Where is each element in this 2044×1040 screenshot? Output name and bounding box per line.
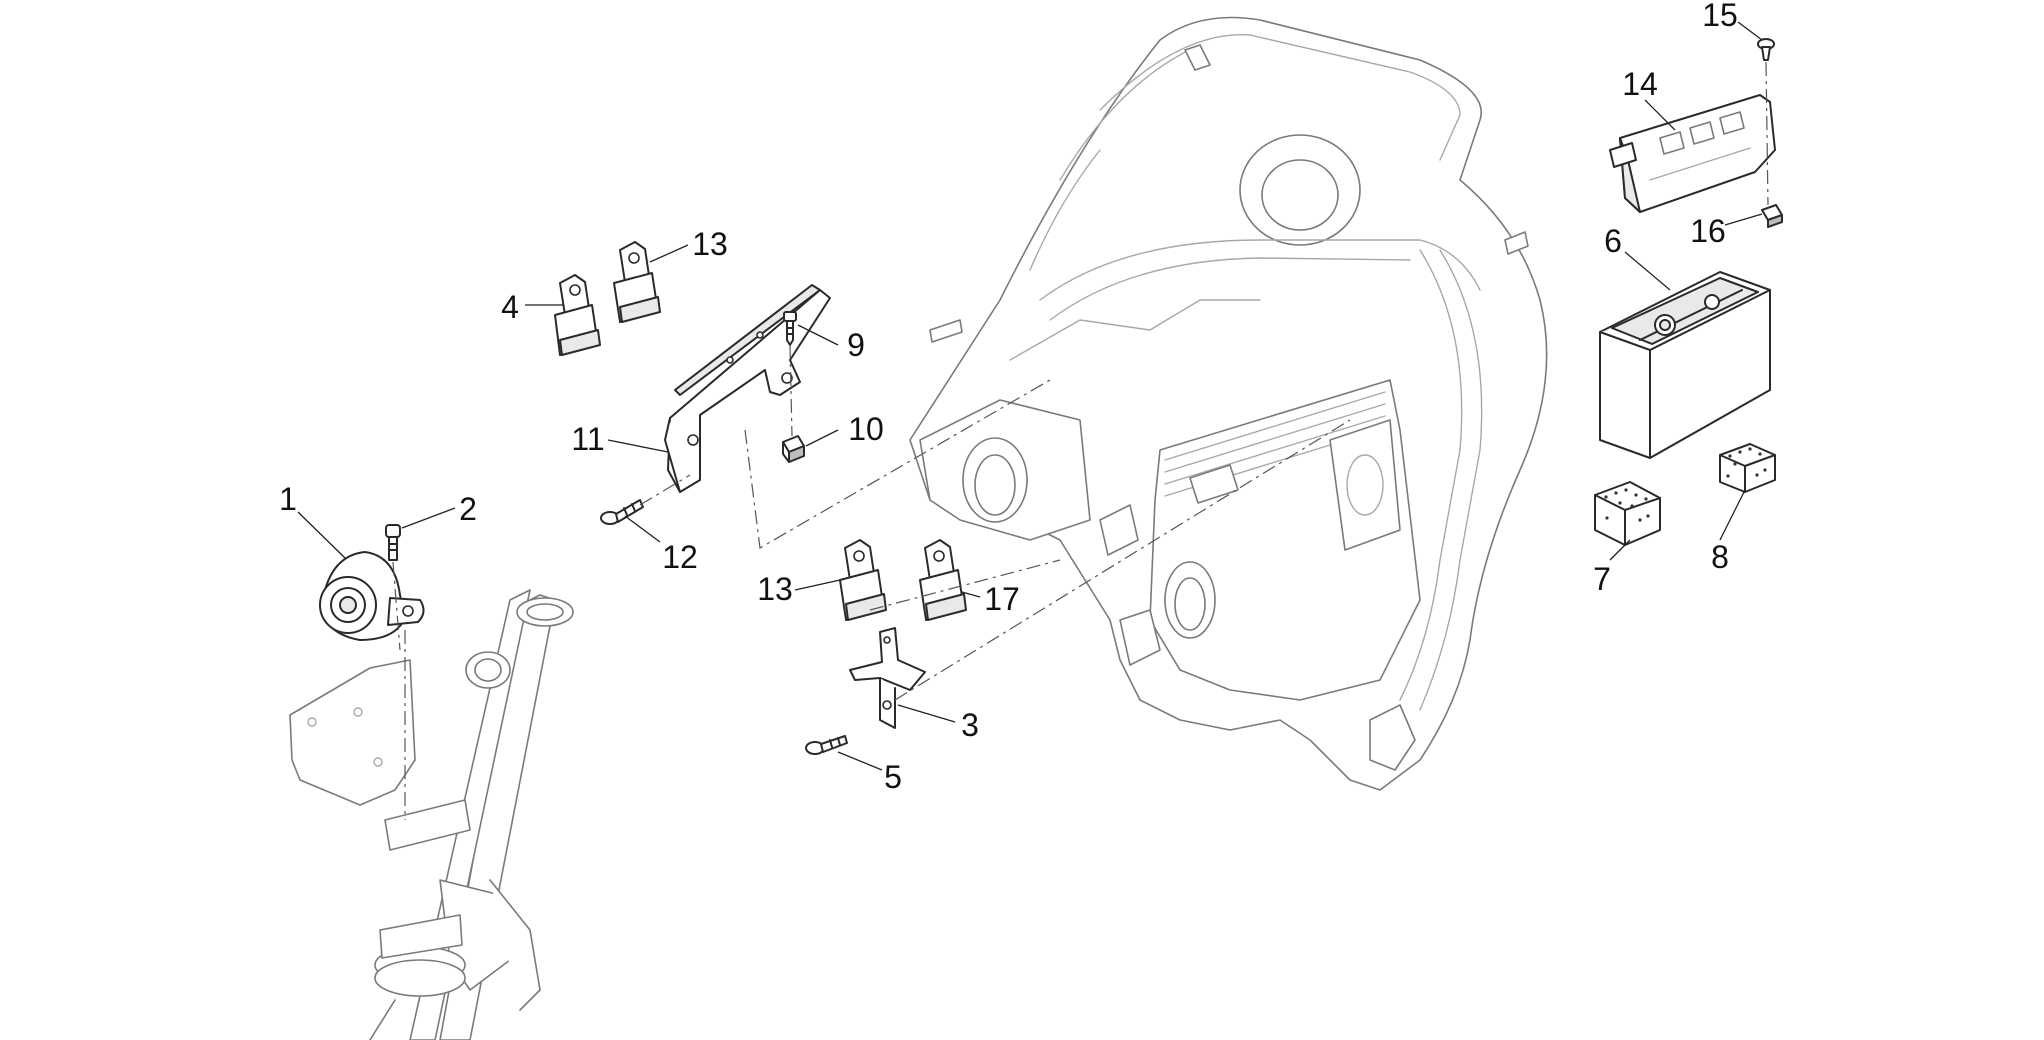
horn bbox=[319, 551, 425, 641]
bracket-screw-12 bbox=[600, 499, 644, 525]
callout-11: 11 bbox=[571, 421, 604, 457]
battery-6 bbox=[1599, 271, 1771, 459]
relay-4 bbox=[554, 274, 601, 356]
bracket-screw-9 bbox=[783, 311, 797, 346]
callout-6: 6 bbox=[1604, 223, 1622, 259]
callout-16: 16 bbox=[1690, 213, 1726, 249]
callout-4: 4 bbox=[501, 289, 519, 325]
callout-2: 2 bbox=[459, 491, 477, 527]
callout-1: 1 bbox=[279, 481, 297, 517]
leader-lines bbox=[297, 21, 1763, 771]
cover-clip-16 bbox=[1761, 204, 1783, 228]
fuse-block-7 bbox=[1594, 481, 1661, 546]
callout-13-upper: 13 bbox=[692, 226, 728, 262]
cover-screw-15 bbox=[1757, 38, 1775, 61]
callout-13-lower: 13 bbox=[757, 571, 793, 607]
small-bracket-3 bbox=[849, 627, 926, 729]
relay-13-lower bbox=[839, 539, 887, 621]
callout-9: 9 bbox=[847, 327, 865, 363]
horn-bolt bbox=[385, 524, 401, 561]
clip-nut-10 bbox=[782, 435, 805, 463]
callout-5: 5 bbox=[884, 759, 902, 795]
steering-frame-tube bbox=[369, 589, 574, 1040]
callout-15: 15 bbox=[1702, 0, 1738, 33]
callout-8: 8 bbox=[1711, 539, 1729, 575]
assembly-lines bbox=[392, 61, 1769, 820]
callout-10: 10 bbox=[848, 411, 884, 447]
relay-bracket bbox=[664, 284, 831, 493]
relay-17 bbox=[919, 539, 967, 621]
relay-13-upper bbox=[613, 241, 661, 323]
fuse-block-8 bbox=[1719, 443, 1776, 493]
callout-12: 12 bbox=[662, 539, 698, 575]
battery-cover-14 bbox=[1609, 94, 1776, 213]
bracket-screw-5 bbox=[805, 735, 848, 755]
callout-labels: 1 2 3 4 5 6 7 8 9 10 11 12 13 13 14 15 1… bbox=[279, 0, 1738, 795]
callout-17: 17 bbox=[984, 581, 1020, 617]
callout-3: 3 bbox=[961, 707, 979, 743]
callout-14: 14 bbox=[1622, 66, 1658, 102]
callout-7: 7 bbox=[1593, 561, 1611, 597]
horn-mounting-plate bbox=[289, 659, 416, 806]
leg-shield-compartment bbox=[909, 16, 1548, 791]
